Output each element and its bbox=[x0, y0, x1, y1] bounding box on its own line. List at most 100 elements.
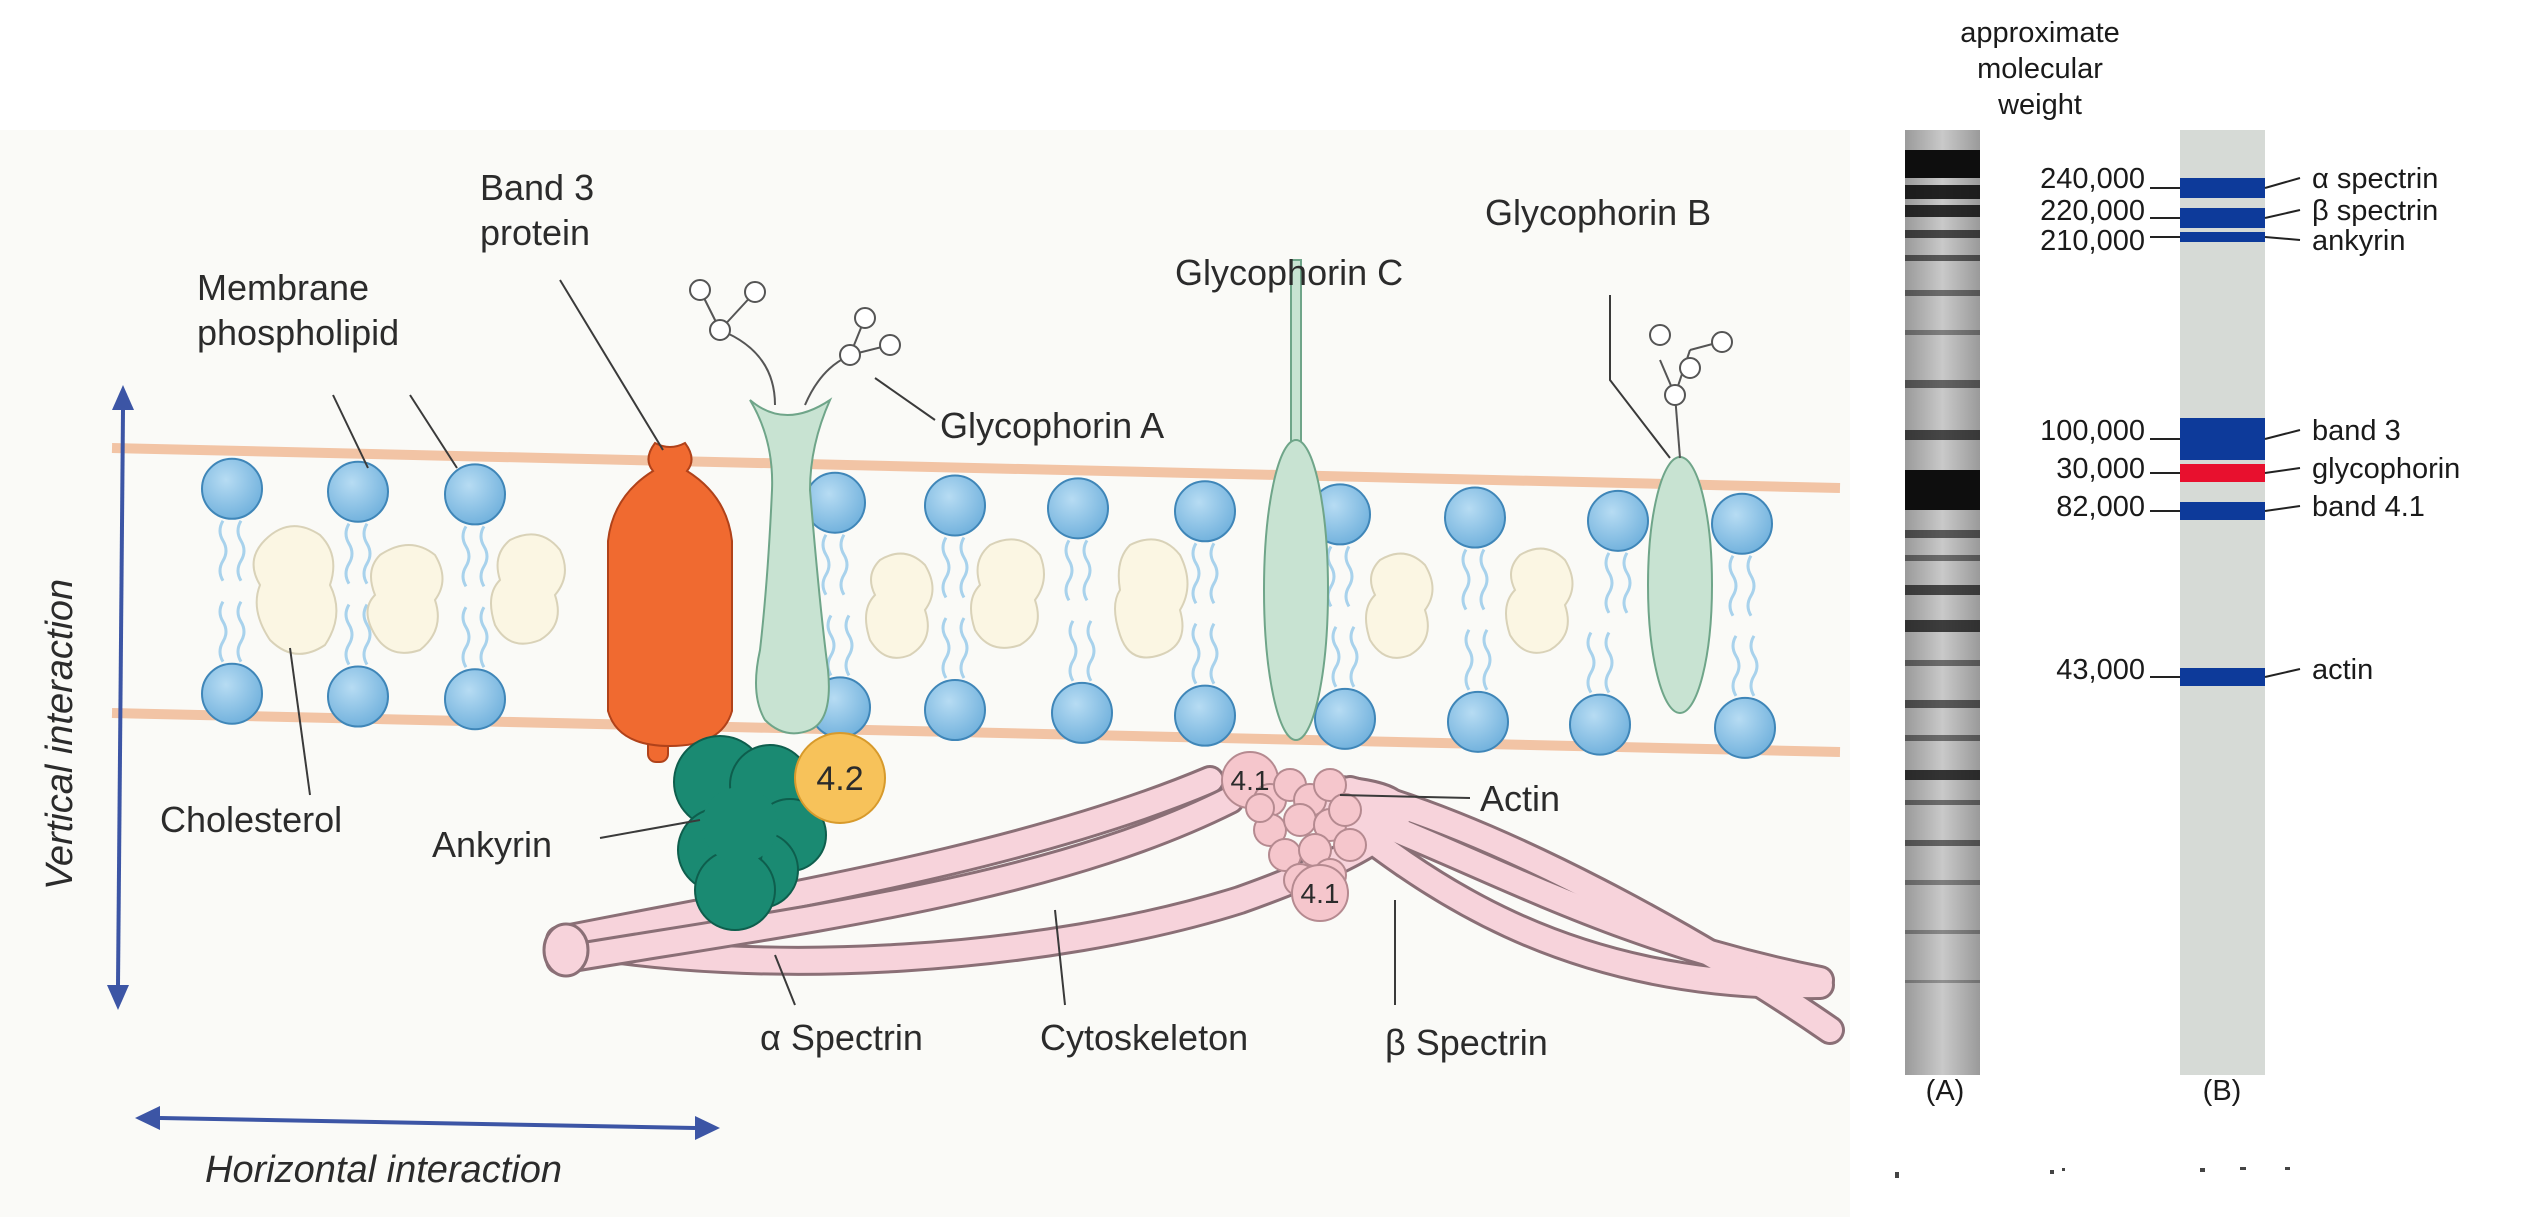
lipid-tail bbox=[1344, 545, 1354, 608]
ankyrin-label: Ankyrin bbox=[432, 824, 552, 865]
gel-a-band bbox=[1905, 290, 1980, 296]
phospholipid-head bbox=[1444, 486, 1506, 549]
lipid-tails bbox=[218, 520, 1759, 697]
phospholipid-head bbox=[327, 460, 389, 523]
mw-label: 100,000 bbox=[2040, 415, 2145, 447]
band-name-label: actin bbox=[2312, 654, 2373, 686]
gel-a-band bbox=[1905, 840, 1980, 846]
gel-a-band bbox=[1905, 620, 1980, 632]
mw-label: 43,000 bbox=[2056, 654, 2145, 686]
cholesterol-molecules bbox=[252, 525, 1574, 659]
gel-a-band bbox=[1905, 470, 1980, 510]
phospholipid-head bbox=[804, 471, 866, 534]
lipid-tail bbox=[1728, 554, 1738, 617]
vertical-interaction-label: Vertical interaction bbox=[39, 579, 81, 890]
band-name-leader bbox=[2264, 668, 2301, 678]
gel-lane-b bbox=[2180, 130, 2265, 1075]
lipid-tail bbox=[1331, 626, 1341, 688]
lipid-tail bbox=[1209, 542, 1219, 605]
lipid-tail bbox=[1086, 620, 1096, 682]
gel-a-band bbox=[1905, 700, 1980, 708]
gel-a-band bbox=[1905, 185, 1980, 199]
ankyrin-protein bbox=[673, 735, 827, 931]
lipid-tail bbox=[1731, 635, 1741, 697]
band-name-label: glycophorin bbox=[2312, 453, 2460, 485]
band-name-leader bbox=[2264, 236, 2301, 241]
gel-a-band bbox=[1905, 585, 1980, 595]
glycophorin-c-label: Glycophorin C bbox=[1175, 252, 1403, 293]
gel-a-band bbox=[1905, 150, 1980, 178]
lipid-tail bbox=[1209, 622, 1219, 685]
gel-a-band bbox=[1905, 430, 1980, 440]
band-name-label: α spectrin bbox=[2312, 163, 2438, 195]
vertical-interaction-arrow bbox=[107, 385, 134, 1010]
glycophorin-a bbox=[689, 279, 901, 735]
lipid-tail bbox=[461, 525, 471, 588]
phospholipid-head bbox=[1711, 492, 1773, 555]
mw-label: 210,000 bbox=[2040, 225, 2145, 257]
actin-label: Actin bbox=[1480, 778, 1560, 819]
panel-a-label: (A) bbox=[1926, 1075, 1965, 1107]
band-name-leader bbox=[2264, 209, 2301, 219]
lipid-tail bbox=[344, 522, 354, 585]
lipid-tail bbox=[844, 614, 854, 677]
phospholipid-head bbox=[1447, 690, 1509, 753]
gel-a-band bbox=[1905, 555, 1980, 561]
lipid-tail bbox=[218, 600, 228, 663]
lipid-tail bbox=[1064, 539, 1074, 602]
lipid-tail bbox=[821, 533, 831, 596]
gel-a-band bbox=[1905, 230, 1980, 238]
gel-a-band bbox=[1905, 735, 1980, 741]
phospholipid-head bbox=[1314, 687, 1376, 750]
lipid-tail bbox=[236, 600, 246, 663]
lipid-tail bbox=[1622, 552, 1632, 614]
panel-b-label: (B) bbox=[2203, 1075, 2242, 1107]
phospholipid-head bbox=[924, 474, 986, 537]
phospholipid-head bbox=[444, 463, 506, 526]
gel-a-band bbox=[1905, 660, 1980, 666]
gel-b-band bbox=[2180, 502, 2265, 520]
band-name-label: β spectrin bbox=[2312, 195, 2438, 227]
spectrin-network bbox=[542, 765, 1845, 1045]
lipid-tail bbox=[1586, 631, 1596, 694]
gel-a-band bbox=[1905, 255, 1980, 261]
lipid-tail bbox=[479, 606, 489, 668]
lipid-tail bbox=[941, 617, 951, 679]
gel-a-band bbox=[1905, 330, 1980, 335]
phospholipid-head bbox=[1174, 684, 1236, 747]
phospholipid-head bbox=[924, 679, 986, 742]
phospholipid-head bbox=[327, 665, 389, 728]
lipid-tail bbox=[1604, 552, 1614, 614]
gel-a-band bbox=[1905, 770, 1980, 780]
phospholipid-head bbox=[201, 662, 263, 725]
diagram-background bbox=[0, 130, 1850, 1217]
lipid-tail bbox=[1746, 554, 1756, 617]
gel-a-band bbox=[1905, 205, 1980, 217]
lipid-tail bbox=[1068, 620, 1078, 682]
lipid-tail bbox=[362, 603, 372, 666]
phospholipid-head bbox=[1714, 696, 1776, 759]
lipid-tail bbox=[479, 525, 489, 588]
lipid-tail bbox=[461, 606, 471, 668]
mw-label: 220,000 bbox=[2040, 195, 2145, 227]
gel-lane-a-bands bbox=[1905, 150, 1980, 983]
band-name-label: band 4.1 bbox=[2312, 491, 2425, 523]
lipid-tail bbox=[941, 536, 951, 599]
phospholipid-head bbox=[444, 668, 506, 731]
gel-a-band bbox=[1905, 980, 1980, 983]
lipid-tail bbox=[1482, 629, 1492, 691]
protein-41-top-label: 4.1 bbox=[1231, 765, 1270, 796]
gel-a-band bbox=[1905, 930, 1980, 934]
gel-b-band bbox=[2180, 208, 2265, 228]
gel-b-band bbox=[2180, 668, 2265, 686]
lipid-tail bbox=[1461, 548, 1471, 611]
horizontal-interaction-arrow bbox=[135, 1106, 720, 1140]
scan-specks bbox=[1895, 1167, 2290, 1178]
actin-41-junction bbox=[1221, 751, 1367, 922]
gel-b-band bbox=[2180, 232, 2265, 242]
phospholipid-head bbox=[1587, 489, 1649, 552]
cytoskeleton-label: Cytoskeleton bbox=[1040, 1017, 1248, 1058]
gel-a-band bbox=[1905, 880, 1980, 885]
